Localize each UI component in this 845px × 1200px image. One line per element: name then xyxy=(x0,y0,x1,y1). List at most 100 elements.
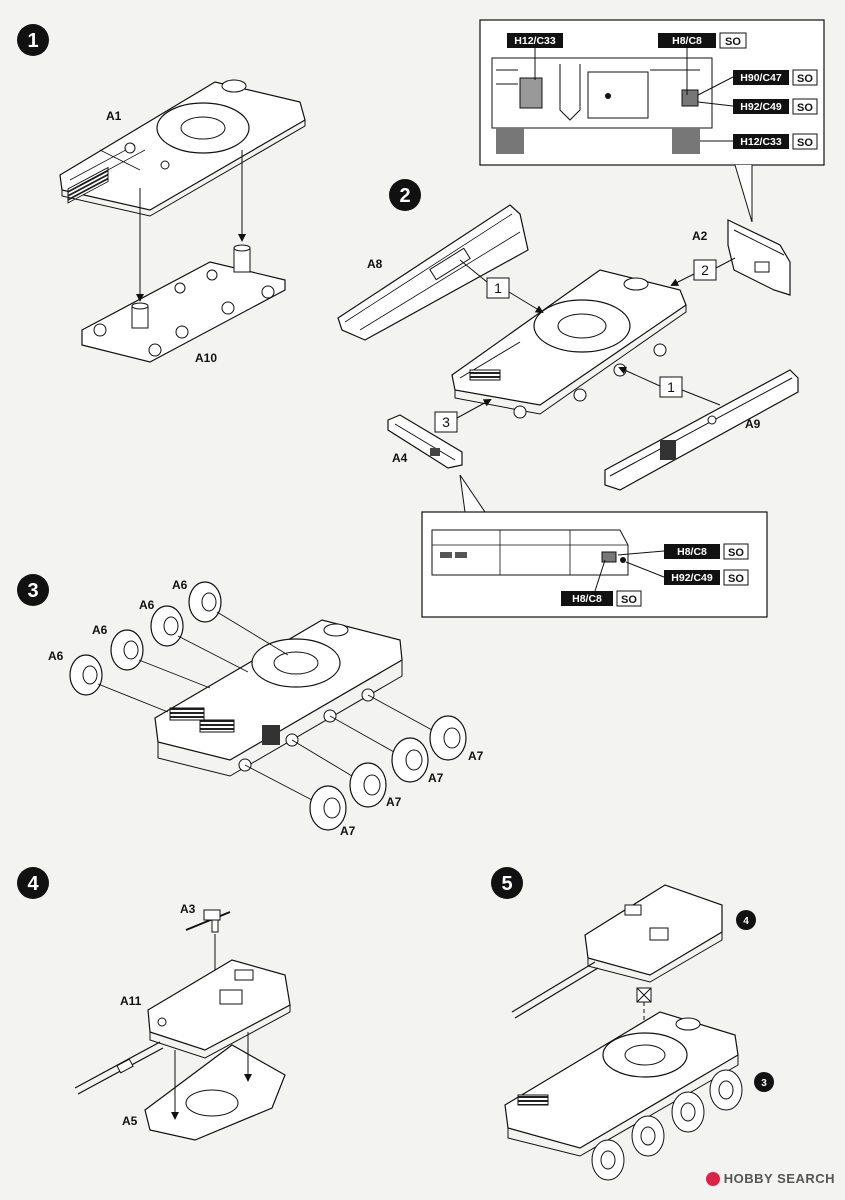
svg-text:SO: SO xyxy=(728,547,744,559)
part-a8-side-skirt xyxy=(337,204,529,341)
part-a11-turret xyxy=(147,959,291,1059)
sub-ref-4: 4 xyxy=(743,916,749,927)
step-3: 3 xyxy=(17,574,484,838)
callout-top-code-4 xyxy=(733,99,789,114)
svg-text:H8/C8: H8/C8 xyxy=(672,35,702,47)
callout-bottom-so-3 xyxy=(616,590,642,607)
svg-text:H12/C33: H12/C33 xyxy=(740,136,782,148)
hull-assembly-step2 xyxy=(451,269,687,419)
ref-box-1-top xyxy=(486,277,510,299)
wheel-a6-1 xyxy=(69,654,103,696)
callout-bottom-so-2 xyxy=(723,569,749,586)
svg-text:H8/C8: H8/C8 xyxy=(677,546,707,558)
step-4-badge xyxy=(17,867,49,899)
svg-text:SO: SO xyxy=(797,102,813,114)
step-2-badge xyxy=(389,179,421,211)
hull-assembly-step5 xyxy=(504,1011,743,1181)
svg-text:5: 5 xyxy=(501,873,512,895)
label-a7-4: A7 xyxy=(468,749,484,763)
step-2: 2 A8 A2 xyxy=(337,179,799,491)
callout-bottom-panel-drawing xyxy=(431,529,629,576)
label-a9: A9 xyxy=(745,417,761,431)
label-a10: A10 xyxy=(195,351,217,365)
label-a7-2: A7 xyxy=(386,795,402,809)
callout-top-panel-drawing xyxy=(491,57,713,154)
svg-text:H8/C8: H8/C8 xyxy=(572,593,602,605)
svg-text:H92/C49: H92/C49 xyxy=(740,101,782,113)
sub-ref-3-badge xyxy=(754,1072,774,1092)
callout-top-code-1 xyxy=(507,33,563,48)
svg-text:H90/C47: H90/C47 xyxy=(740,72,782,84)
svg-text:SO: SO xyxy=(728,573,744,585)
label-a7-3: A7 xyxy=(428,771,444,785)
part-a10-chassis xyxy=(81,244,286,363)
label-a11: A11 xyxy=(120,994,142,1008)
wheel-a7-4 xyxy=(429,715,467,761)
part-a4-bracket xyxy=(387,414,463,469)
step-1-badge xyxy=(17,24,49,56)
callout-top-code-2 xyxy=(658,33,716,48)
turret-assembly-step5 xyxy=(511,884,723,1019)
label-a6-2: A6 xyxy=(92,623,108,637)
svg-text:1: 1 xyxy=(667,379,675,395)
label-a6-3: A6 xyxy=(139,598,155,612)
svg-text:H92/C49: H92/C49 xyxy=(671,572,713,584)
wheel-a7-1 xyxy=(309,785,347,831)
svg-text:SO: SO xyxy=(797,73,813,85)
svg-text:1: 1 xyxy=(494,280,502,296)
step-3-badge xyxy=(17,574,49,606)
callout-top-so-4 xyxy=(792,98,818,115)
part-a2-rear-plate xyxy=(727,219,791,296)
sub-ref-3: 3 xyxy=(761,1078,767,1089)
wheel-a6-2 xyxy=(110,629,144,671)
part-a1-hull-top xyxy=(59,79,306,217)
svg-text:SO: SO xyxy=(621,594,637,606)
part-a5-turret-base xyxy=(144,1044,286,1141)
callout-bottom-paint-box: H8/C8 SO H92/C49 SO H8/C8 SO xyxy=(421,511,768,618)
label-a7-1: A7 xyxy=(340,824,356,838)
label-a3: A3 xyxy=(180,902,196,916)
svg-text:4: 4 xyxy=(27,873,39,895)
wheel-a6-3 xyxy=(150,605,184,647)
step-4: 4 A3 A11 A5 xyxy=(17,867,291,1141)
svg-text:3: 3 xyxy=(442,414,450,430)
callout-top-pointer xyxy=(734,164,753,223)
ref-box-2 xyxy=(693,259,717,281)
callout-bottom-code-1 xyxy=(664,544,720,559)
callout-bottom-code-2 xyxy=(664,570,720,585)
svg-text:2: 2 xyxy=(701,262,709,278)
wheel-a7-2 xyxy=(349,762,387,808)
watermark-text: HOBBY SEARCH xyxy=(723,1171,835,1186)
step-1-number: 1 xyxy=(27,30,38,52)
wheel-a6-4 xyxy=(188,581,222,623)
label-a4: A4 xyxy=(392,451,408,465)
step-5: 5 4 xyxy=(491,867,774,1181)
svg-text:3: 3 xyxy=(27,580,38,602)
callout-top-paint-box: H12/C33 H8/C8 SO H90/C47 SO H92/C49 SO H… xyxy=(479,19,825,166)
ref-box-1-bottom xyxy=(659,376,683,398)
label-a6-4: A6 xyxy=(172,578,188,592)
label-a5: A5 xyxy=(122,1114,138,1128)
watermark: HOBBY SEARCH xyxy=(705,1171,835,1186)
callout-bottom-pointer xyxy=(459,474,486,513)
step-5-badge xyxy=(491,867,523,899)
wheel-a7-3 xyxy=(391,737,429,783)
callout-top-code-5 xyxy=(733,134,789,149)
part-a9-side-skirt xyxy=(604,369,799,491)
svg-text:H12/C33: H12/C33 xyxy=(514,35,556,47)
callout-top-so-3 xyxy=(792,69,818,86)
callout-top-so-2 xyxy=(719,32,747,49)
hobby-search-logo-icon xyxy=(705,1171,720,1186)
label-a8: A8 xyxy=(367,257,383,271)
svg-text:2: 2 xyxy=(399,185,410,207)
callout-bottom-so-1 xyxy=(723,543,749,560)
label-a2: A2 xyxy=(692,229,708,243)
callout-bottom-code-3 xyxy=(561,591,613,606)
callout-top-so-5 xyxy=(792,133,818,150)
part-a3-machine-gun xyxy=(185,909,231,933)
label-a6-1: A6 xyxy=(48,649,64,663)
svg-text:SO: SO xyxy=(725,36,741,48)
step-1: 1 A1 A10 xyxy=(17,24,306,365)
svg-text:SO: SO xyxy=(797,137,813,149)
